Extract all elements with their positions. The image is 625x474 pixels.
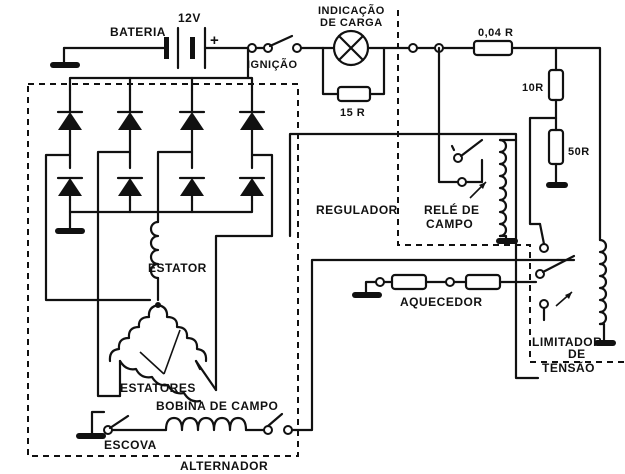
resistor-10r-label: 10R [522, 82, 544, 94]
charge-indicator-lamp [321, 29, 412, 103]
charge-indicator-label-line1: INDICAÇÃO [318, 4, 385, 17]
brush-label: ESCOVA [104, 438, 157, 452]
diode-column-2 [116, 88, 144, 202]
field-coil-label: BOBINA DE CAMPO [156, 399, 278, 413]
phase-lead-3 [156, 150, 194, 224]
stator-coil [149, 220, 160, 302]
resistor-50r-label: 50R [568, 146, 590, 158]
field-relay-label-line2: CAMPO [426, 217, 473, 231]
diode-column-3 [178, 88, 206, 202]
stators-label: ESTATORES [120, 381, 196, 395]
heater [352, 273, 538, 298]
regulator-enclosure [397, 10, 625, 363]
lamp-resistor-label: 15 R [340, 107, 365, 119]
voltage-divider [528, 46, 602, 242]
ignition-label: IGNIÇÃO [247, 58, 298, 71]
charge-indicator-label-line2: DE CARGA [320, 17, 383, 29]
limiter-label-line1: LIMITADOR [532, 335, 602, 349]
regulator-label: REGULADOR [316, 203, 398, 217]
battery [50, 26, 250, 70]
alternator-label: ALTERNADOR [180, 459, 268, 473]
brush-switch [76, 410, 168, 439]
stator-label: ESTATOR [148, 261, 207, 275]
field-sense-wire [288, 132, 540, 380]
phase-lead-2 [96, 150, 132, 398]
field-relay [437, 46, 518, 244]
ignition-switch [247, 34, 325, 53]
voltage-limiter [535, 222, 616, 346]
diode-column-4 [238, 88, 266, 202]
rectifier-bridge [55, 76, 254, 234]
battery-plus-label: + [210, 32, 219, 49]
shunt-resistor [472, 39, 558, 72]
battery-voltage-label: 12V [178, 11, 201, 25]
stator-delta-winding [108, 302, 218, 403]
limiter-label-line2: DE [568, 347, 586, 361]
phase-lead-4 [250, 153, 274, 238]
heater-label: AQUECEDOR [400, 295, 483, 309]
shunt-resistor-label: 0,04 R [478, 27, 513, 39]
field-relay-label-line1: RELÉ DE [424, 202, 480, 217]
diode-column-1 [56, 88, 84, 202]
battery-label: BATERIA [110, 25, 166, 39]
limiter-label-line3: TENSÃO [542, 360, 595, 375]
alternator-enclosure [27, 83, 299, 457]
regulator-input-terminal [408, 43, 418, 53]
field-coil [164, 258, 560, 435]
